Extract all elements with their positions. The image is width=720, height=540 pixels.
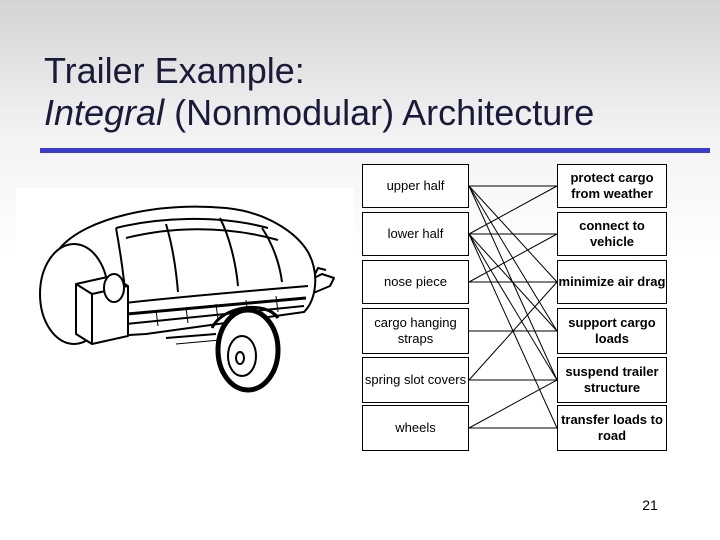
physical-element-label: lower half: [387, 226, 444, 241]
functional-element-protect-cargo: protect cargo from weather: [557, 164, 667, 208]
functional-element-support-cargo-loads: support cargo loads: [557, 308, 667, 354]
physical-element-wheels: wheels: [362, 405, 469, 451]
mapping-line: [468, 281, 558, 381]
physical-element-label: nose piece: [384, 274, 447, 289]
page-number: 21: [642, 497, 658, 513]
title-emphasis: Integral: [44, 92, 165, 133]
mapping-line: [468, 185, 558, 235]
functional-element-label: protect cargo from weather: [570, 170, 654, 201]
title-line-1: Trailer Example:: [44, 50, 305, 91]
mapping-line: [468, 233, 558, 283]
functional-element-connect-to-vehicle: connect to vehicle: [557, 212, 667, 256]
title-underline: [40, 148, 710, 153]
functional-element-label: connect to vehicle: [579, 218, 645, 249]
physical-element-label: upper half: [386, 178, 445, 193]
physical-element-label: cargo hanging straps: [374, 315, 457, 346]
physical-element-nose-piece: nose piece: [362, 260, 469, 304]
physical-element-cargo-hanging-straps: cargo hanging straps: [362, 308, 469, 354]
functional-element-label: minimize air drag: [558, 274, 666, 289]
functional-element-transfer-loads: transfer loads to road: [557, 405, 667, 451]
functional-element-label: transfer loads to road: [561, 412, 663, 443]
physical-element-label: spring slot covers: [364, 372, 467, 387]
physical-element-label: wheels: [395, 420, 436, 435]
slide-title: Trailer Example: Integral (Nonmodular) A…: [44, 50, 594, 134]
functional-element-suspend-trailer-structure: suspend trailer structure: [557, 357, 667, 403]
mapping-line: [468, 379, 558, 429]
functional-element-label: suspend trailer structure: [565, 364, 659, 395]
physical-element-spring-slot-covers: spring slot covers: [362, 357, 469, 403]
trailer-drawing: [39, 205, 335, 393]
functional-element-minimize-air-drag: minimize air drag: [557, 260, 667, 304]
physical-element-upper-half: upper half: [362, 164, 469, 208]
title-line-2: Integral (Nonmodular) Architecture: [44, 92, 594, 134]
physical-element-lower-half: lower half: [362, 212, 469, 256]
functional-element-label: support cargo loads: [568, 315, 656, 346]
mapping-line: [468, 233, 558, 381]
title-line-2-rest: (Nonmodular) Architecture: [164, 92, 595, 133]
trailer-illustration: [16, 188, 354, 424]
